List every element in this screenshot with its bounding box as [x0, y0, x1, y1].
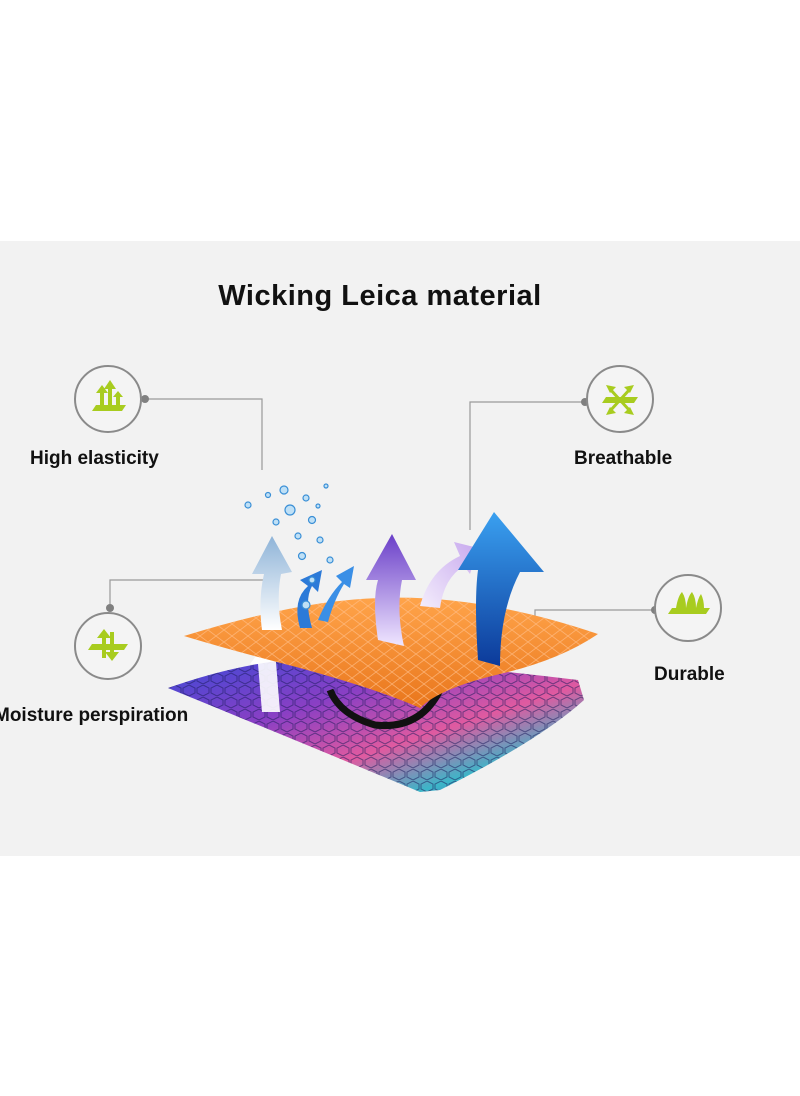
connector-dot: [141, 395, 149, 403]
breathable-label: Breathable: [574, 448, 673, 469]
up-arrows-icon: [74, 365, 142, 433]
moisture-perspiration-label: Moisture perspiration: [0, 705, 189, 726]
airflow-arrows: [252, 512, 544, 666]
up-down-arrows-icon: [74, 612, 142, 680]
diagram-title: Wicking Leica material: [218, 280, 542, 312]
water-droplets: [244, 483, 334, 610]
high-elasticity-label: High elasticity: [30, 448, 159, 469]
peaks-icon: [654, 574, 722, 642]
connector-dot: [106, 604, 114, 612]
durable-label: Durable: [654, 664, 725, 685]
cross-arrows-icon: [586, 365, 654, 433]
